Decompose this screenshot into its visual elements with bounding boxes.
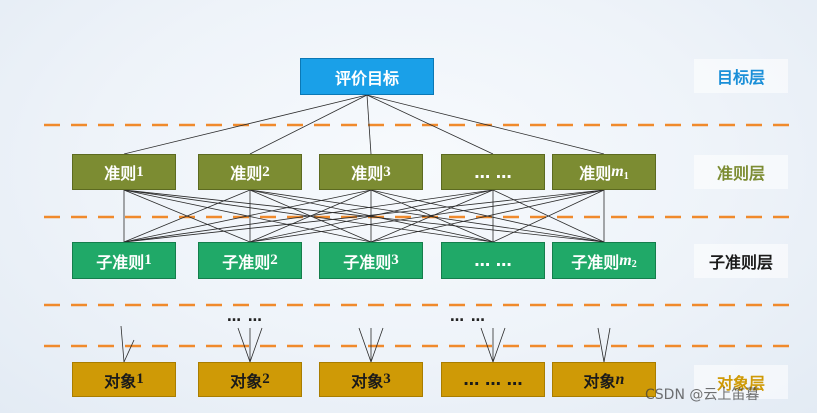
goal-label: 评价目标 [334, 68, 399, 88]
object-label: 对象 [351, 371, 384, 391]
criterion-box-4: … … [441, 154, 545, 190]
subcriterion-label: 子准则 [96, 252, 145, 272]
criterion-5-to-sub-2-line [249, 189, 605, 243]
level-label-criteria: 准则层 [694, 155, 788, 189]
criterion-5-to-sub-1-line [123, 189, 605, 243]
subcriterion-index: 2 [270, 252, 278, 268]
subcriterion-label: 子准则 [222, 252, 271, 272]
level-objects-text: 对象层 [716, 374, 765, 393]
subcriterion-variable: m [619, 251, 632, 269]
subcriterion-subscript: 2 [631, 259, 637, 270]
criterion-label: 准则 [579, 164, 612, 183]
object-label: 对象 [104, 371, 137, 391]
criterion-label: 准则 [230, 164, 263, 183]
subcriterion-label: 子准则 [343, 252, 392, 272]
level-label-objects: 对象层 [694, 365, 788, 399]
object-input-line-1b [123, 339, 135, 363]
ellipsis-between-4: … … [450, 309, 486, 325]
criterion-label: … … [474, 162, 512, 182]
level-label-subcriteria: 子准则层 [694, 244, 788, 278]
goal-to-criterion-line-2 [249, 94, 368, 155]
level-label-goal: 目标层 [694, 59, 788, 93]
object-label: … … … [463, 370, 523, 389]
object-input-line-3a [358, 327, 372, 363]
object-label: 对象 [583, 371, 616, 391]
criterion-index: 1 [136, 163, 144, 180]
goal-to-criterion-line-4 [366, 94, 494, 155]
criterion-subscript: 1 [623, 170, 629, 182]
criterion-4-to-sub-3-line [370, 189, 494, 243]
criterion-index: 3 [383, 163, 391, 180]
criterion-4-to-sub-1-line [123, 189, 494, 243]
object-box-4: … … … [441, 362, 545, 397]
object-input-line-5b [603, 327, 611, 363]
goal-to-criterion-line-3 [366, 94, 372, 155]
goal-to-criterion-line-5 [366, 94, 605, 155]
criterion-4-to-sub-2-line [249, 189, 494, 243]
criterion-variable: m [611, 163, 624, 180]
level-criteria-text: 准则层 [716, 164, 765, 183]
object-input-line-1a [120, 325, 125, 363]
subcriterion-label: 子准则 [571, 252, 620, 272]
ellipsis-between-2: … … [227, 309, 263, 325]
object-input-line-2a [237, 327, 251, 363]
goal-box: 评价目标 [300, 58, 434, 95]
criterion-5-to-sub-4-line [492, 189, 605, 243]
object-index: 2 [262, 371, 270, 387]
object-input-line-2c [249, 327, 263, 363]
level-subcriteria-text: 子准则层 [708, 253, 773, 272]
criterion-2-to-sub-1-line [123, 189, 251, 243]
criterion-3-to-sub-1-line [123, 189, 372, 243]
object-label: 对象 [230, 371, 263, 391]
object-input-line-4c [492, 327, 506, 363]
object-input-line-4a [480, 327, 494, 363]
criterion-label: 准则 [351, 164, 384, 183]
criterion-label: 准则 [104, 164, 137, 183]
object-index: 1 [136, 371, 144, 387]
subcriterion-index: 3 [391, 252, 399, 268]
subcriterion-box-4: … … [441, 242, 545, 279]
criterion-5-to-sub-3-line [370, 189, 605, 243]
object-variable: n [615, 370, 625, 388]
object-input-line-5a [597, 327, 605, 363]
watermark: CSDN @云上笛暮 [645, 387, 760, 403]
object-input-line-3c [370, 327, 384, 363]
object-index: 3 [383, 371, 391, 387]
subcriterion-label: … … [474, 251, 512, 270]
level-goal-text: 目标层 [716, 68, 765, 87]
goal-to-criterion-line-1 [123, 94, 368, 155]
subcriterion-index: 1 [144, 252, 152, 268]
criterion-index: 2 [262, 163, 270, 180]
